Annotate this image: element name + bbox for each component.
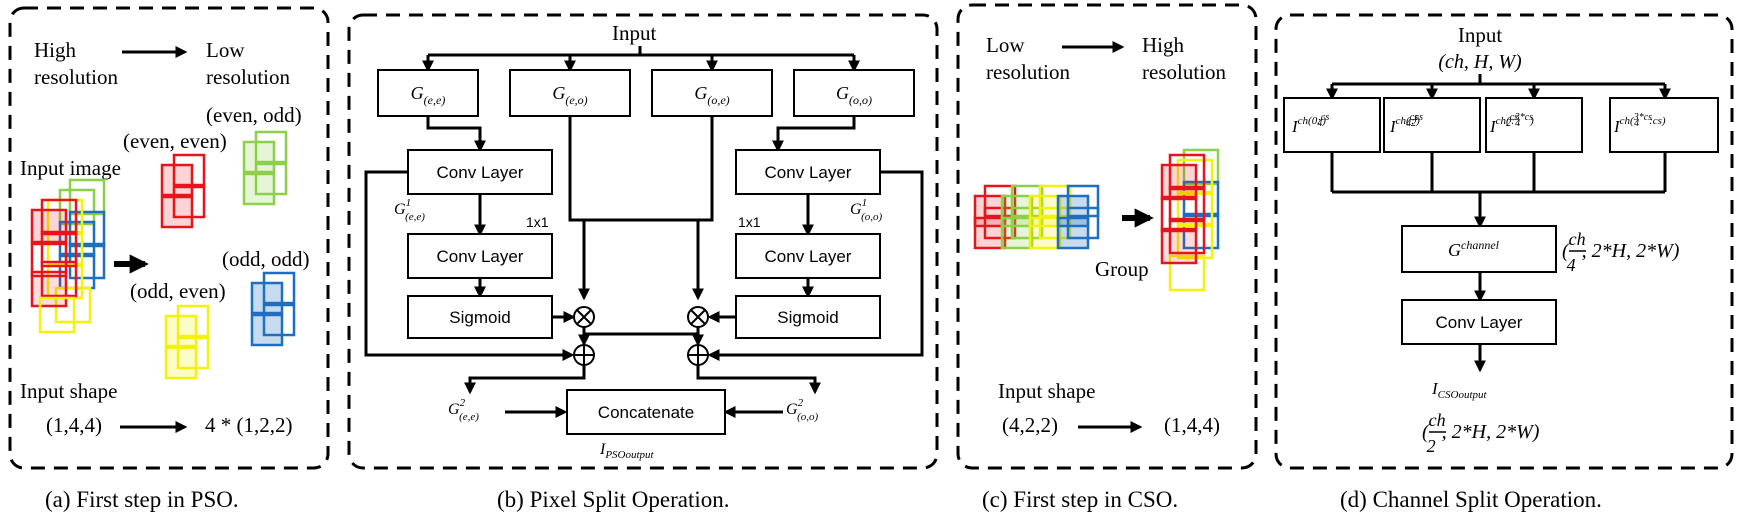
input-image-label: Input image [20,156,121,180]
input-channel-cubes [973,184,1100,250]
caption-c: (c) First step in CSO. [982,487,1178,512]
g2-oo-label: G2(o,o) [786,397,818,423]
high-label: High [34,38,77,62]
conv-left-label: Conv Layer [437,163,524,182]
panel-c: Low resolution High resolution [956,3,1258,512]
high-resolution-c: resolution [1142,60,1226,84]
pso-output-label: IPSOoutput [599,441,655,461]
input-shape-label-c: Input shape [998,379,1095,403]
multiply-left [573,306,595,328]
low-resolution-c: resolution [986,60,1070,84]
conv-label-d: Conv Layer [1436,313,1523,332]
high-label-c: High [1142,33,1185,57]
odd-odd-label: (odd, odd) [222,247,310,271]
grouped-cube [1160,148,1220,292]
conv-right-label: Conv Layer [765,163,852,182]
g1-oo-label: G1(o,o) [850,197,882,223]
even-odd-cube [242,130,288,206]
g-channel-box [1401,225,1557,273]
g1-ee-label: G1(e,e) [394,197,425,223]
g-oe-box [651,69,773,117]
input-image-cubes [30,178,106,334]
even-even-label: (even, even) [123,129,227,153]
panel-b-border [347,13,939,470]
conv-left2-label: Conv Layer [437,247,524,266]
panel-c-border [956,3,1258,470]
even-even-cube [160,153,206,229]
odd-even-cube [164,304,210,380]
panel-a: High resolution Low resolution (even, od… [8,6,330,512]
concatenate-label: Concatenate [598,403,694,422]
caption-d: (d) Channel Split Operation. [1340,487,1602,512]
caption-a: (a) First step in PSO. [45,487,239,512]
sigmoid-right [735,295,881,339]
shape-to-c: (1,4,4) [1164,413,1220,437]
conv-layer-left-2 [407,233,553,279]
odd-odd-cube [250,271,296,347]
conv-right2-label: Conv Layer [765,247,852,266]
input-label: Input [612,21,656,45]
low-label: Low [206,38,245,62]
g-eo-box [509,69,631,117]
add-right [687,344,709,366]
sigmoid-right-label: Sigmoid [777,308,838,327]
low-resolution-label: resolution [206,65,290,89]
g2-ee-label: G2(e,e) [448,397,479,423]
even-odd-label: (even, odd) [206,103,302,127]
shape-to: 4 * (1,2,2) [205,413,293,437]
input-shape-d: (ch, H, W) [1438,51,1522,73]
concatenate-box [566,389,726,435]
odd-even-label: (odd, even) [130,279,226,303]
k1x1-right: 1x1 [738,214,761,230]
low-label-c: Low [986,33,1025,57]
sigmoid-left-label: Sigmoid [449,308,510,327]
input-shape-label: Input shape [20,379,117,403]
input-label-d: Input [1458,23,1502,47]
high-resolution-label: resolution [34,65,118,89]
multiply-right [687,306,709,328]
conv-layer-d [1401,299,1557,345]
shape-from-c: (4,2,2) [1002,413,1058,437]
g-oo-box [793,69,915,117]
panel-b: Input G(e,e) G(e,o) G(o,e) G(o,o) Conv L… [347,13,939,512]
conv-layer-left [407,149,553,195]
panel-d-border [1274,13,1734,470]
conv-layer-right-2 [735,233,881,279]
k1x1-left: 1x1 [526,214,549,230]
group-label: Group [1095,257,1149,281]
caption-b: (b) Pixel Split Operation. [497,487,730,512]
conv-layer-right [735,149,881,195]
i-chunk-3 [1485,97,1583,153]
add-left [573,344,595,366]
sigmoid-left [407,295,553,339]
shape-from: (1,4,4) [46,413,102,437]
cso-output-label: ICSOoutput [1431,379,1488,401]
panel-a-border [8,6,330,470]
